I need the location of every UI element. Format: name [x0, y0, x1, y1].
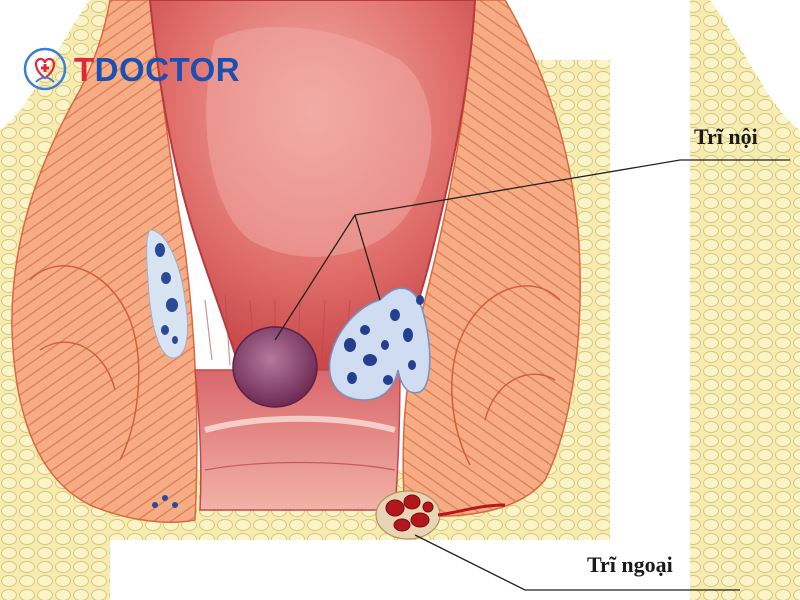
- leader-line-external: [414, 534, 740, 591]
- anal-canal-ridge: [204, 415, 396, 433]
- right-muscle-bundle: [451, 285, 561, 466]
- perianal-veins-left: [152, 495, 178, 508]
- label-external-hemorrhoid: Trĩ ngoại: [587, 552, 673, 577]
- perianal-vein-strand: [437, 503, 506, 517]
- left-veins: [155, 243, 178, 344]
- left-muscle-bundle: [29, 265, 140, 461]
- leader-line-internal-a: [274, 159, 790, 341]
- leader-line-internal-b: [354, 214, 381, 301]
- left-sphincter-muscle: [11, 0, 198, 523]
- external-hemorrhoid-clots: [385, 494, 434, 532]
- left-vein-pocket: [146, 229, 189, 359]
- internal-hemorrhoid-veins: [344, 295, 424, 385]
- tdoctor-logo: TDOCTOR: [22, 46, 240, 92]
- brand-letter: T: [74, 50, 95, 88]
- right-muscle-bundle-2: [484, 373, 556, 421]
- right-sphincter-muscle: [402, 0, 581, 517]
- anal-canal-ridge-2: [204, 461, 396, 471]
- brand-rest: DOCTOR: [94, 50, 241, 88]
- rectum-wall-highlight: [206, 26, 432, 257]
- internal-hemorrhoid-right: [328, 287, 431, 401]
- left-muscle-bundle-2: [39, 341, 116, 391]
- leader-lines: [274, 159, 790, 591]
- internal-hemorrhoid-left: [232, 326, 318, 408]
- label-internal-hemorrhoid: Trĩ nội: [694, 124, 758, 149]
- brand-wordmark: TDOCTOR: [74, 53, 240, 86]
- heart-stethoscope-logo-icon: [23, 47, 67, 91]
